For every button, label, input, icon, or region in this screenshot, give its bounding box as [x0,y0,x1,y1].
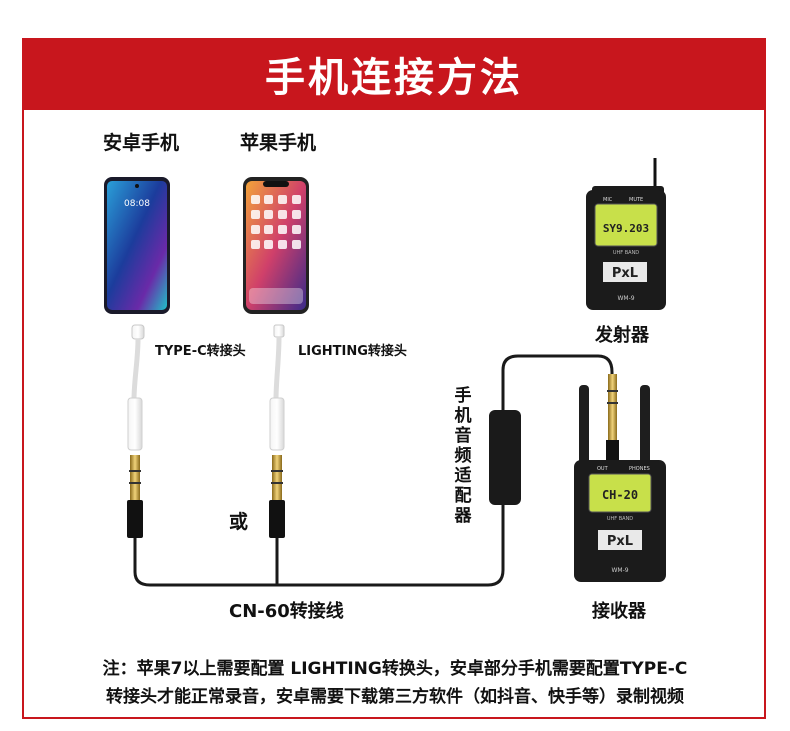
typec-adapter-label: TYPE-C转接头 [155,344,246,359]
transmitter-image: MIC MUTE SY9.203 UHF BAND PxL WM-9 [586,158,666,310]
transmitter-mic-label: MIC [603,197,613,203]
transmitter-lcd [594,203,658,247]
receiver-logo: PxL [607,534,633,549]
receiver-lcd [588,473,652,513]
lighting-adapter-label: LIGHTING转接头 [298,344,407,359]
cable-label: CN-60转接线 [229,601,344,622]
apple-phone-image [243,177,309,314]
lighting-adapter-image [269,324,285,538]
receiver-model: WM-9 [611,567,628,574]
note-line-1: 注：苹果7以上需要配置 LIGHTING转换头，安卓部分手机需要配置TYPE-C [102,659,688,679]
audio-adapter-label: 手机音频适配器 [454,386,472,526]
receiver-image: OUT PHONES CH-20 UHF BAND PxL WM-9 [574,374,666,582]
transmitter-lcd-text: SY9.203 [603,222,649,235]
receiver-out-label: OUT [597,466,609,472]
note-line-2: 转接头才能正常录音，安卓需要下载第三方软件（如抖音、快手等）录制视频 [106,687,684,707]
cn60-cable [133,354,614,587]
transmitter-mute-label: MUTE [629,197,643,203]
typec-adapter-image [127,324,145,538]
transmitter-label: 发射器 [595,325,649,346]
audio-adapter-image [489,410,521,505]
or-label: 或 [229,511,249,533]
apple-phone-label: 苹果手机 [240,132,317,154]
android-phone-image: 08:08 [104,177,170,314]
receiver-label: 接收器 [592,601,646,622]
transmitter-model: WM-9 [617,295,634,302]
transmitter-logo: PxL [612,266,638,281]
page-title: 手机连接方法 [22,38,766,110]
transmitter-band: UHF BAND [613,250,639,256]
receiver-band: UHF BAND [607,516,633,522]
receiver-phones-label: PHONES [629,466,650,472]
android-phone-label: 安卓手机 [103,132,180,154]
receiver-lcd-text: CH-20 [602,488,638,502]
android-clock: 08:08 [124,199,150,209]
